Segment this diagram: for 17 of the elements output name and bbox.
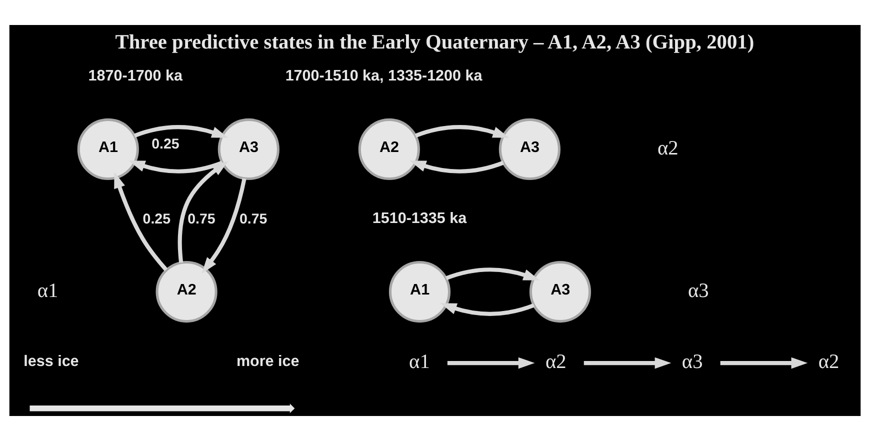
edge-label: 0.25	[142, 211, 170, 228]
node-text: α2	[818, 351, 839, 374]
node-text: α3	[681, 351, 702, 374]
label: α1	[36, 280, 58, 302]
label: less ice	[23, 353, 78, 370]
label: 1870-1700 ka	[88, 67, 182, 84]
edge-label: 0.75	[187, 211, 215, 228]
edge-label: 0.25	[151, 136, 179, 153]
label: 1700-1510 ka, 1335-1200 ka	[284, 67, 482, 84]
label: more ice	[236, 353, 299, 370]
label: α3	[688, 280, 708, 302]
edge-label: 0.75	[239, 211, 267, 228]
label: α2	[656, 137, 678, 160]
label: 1510-1335 ka	[372, 210, 466, 228]
node-text: α2	[544, 351, 566, 374]
diagram-title: Three predictive states in the Early Quaternary – A1, A2, A3 (Gipp, 2001)	[114, 31, 754, 54]
node-text: α1	[408, 351, 430, 374]
